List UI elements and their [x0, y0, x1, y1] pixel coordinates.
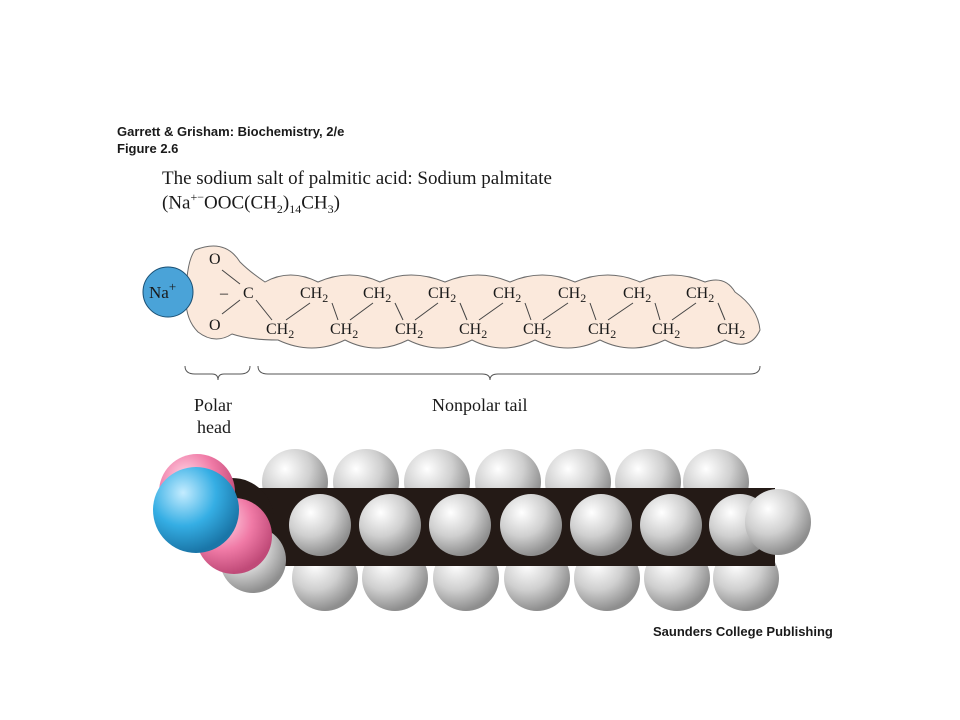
ch2-group-lower: CH2 — [330, 321, 358, 341]
hydrogen-atom — [500, 494, 562, 556]
bond-lines — [221, 269, 726, 321]
ch2-lower-row: CH2 CH2 CH2 CH2 CH2 CH2 CH2 CH2 — [266, 321, 745, 341]
ch2-group-upper: CH2 — [686, 285, 714, 305]
ch2-group-lower: CH2 — [395, 321, 423, 341]
terminal-hydrogen-atom — [745, 489, 811, 555]
ch2-group-lower: CH2 — [717, 321, 745, 341]
ch2-group-lower: CH2 — [266, 321, 294, 341]
figure-number: Figure 2.6 — [117, 141, 179, 156]
ch2-group-upper: CH2 — [623, 285, 651, 305]
oxygen-bottom-label: O — [209, 317, 221, 334]
polar-head-label-line2: head — [197, 417, 231, 437]
oxygen-top-label: O — [209, 251, 221, 268]
carboxyl-carbon-label: C — [243, 285, 254, 302]
carboxylate-minus: – — [219, 285, 229, 302]
ch2-group-lower: CH2 — [652, 321, 680, 341]
hydrogen-atom — [289, 494, 351, 556]
hydrogen-row-front — [289, 494, 771, 556]
nonpolar-tail-label: Nonpolar tail — [432, 395, 527, 415]
caption-formula: (Na+−OOC(CH2)14CH3) — [162, 190, 340, 217]
hydrogen-atom — [429, 494, 491, 556]
caption-title: The sodium salt of palmitic acid: Sodium… — [162, 168, 552, 189]
sodium-label: Na+ — [149, 279, 176, 302]
publisher-credit: Saunders College Publishing — [653, 624, 833, 639]
nonpolar-tail-bracket — [257, 365, 761, 381]
ch2-group-upper: CH2 — [493, 285, 521, 305]
hydrogen-atom — [640, 494, 702, 556]
ch2-group-lower: CH2 — [523, 321, 551, 341]
hydrogen-atom — [570, 494, 632, 556]
molecule-envelope — [185, 245, 761, 349]
ch2-group-upper: CH2 — [300, 285, 328, 305]
polar-head-label-line1: Polar — [194, 395, 232, 415]
polar-head-bracket — [184, 365, 251, 381]
ch2-group-lower: CH2 — [459, 321, 487, 341]
ch2-group-upper: CH2 — [558, 285, 586, 305]
sodium-ion — [142, 266, 194, 318]
space-filling-model — [153, 449, 811, 611]
ch2-group-upper: CH2 — [428, 285, 456, 305]
sodium-atom — [153, 467, 239, 553]
figure-source-title: Garrett & Grisham: Biochemistry, 2/e — [117, 124, 345, 139]
ch2-upper-row: CH2 CH2 CH2 CH2 CH2 CH2 CH2 — [300, 285, 714, 305]
ch2-group-upper: CH2 — [363, 285, 391, 305]
hydrogen-atom — [359, 494, 421, 556]
ch2-group-lower: CH2 — [588, 321, 616, 341]
